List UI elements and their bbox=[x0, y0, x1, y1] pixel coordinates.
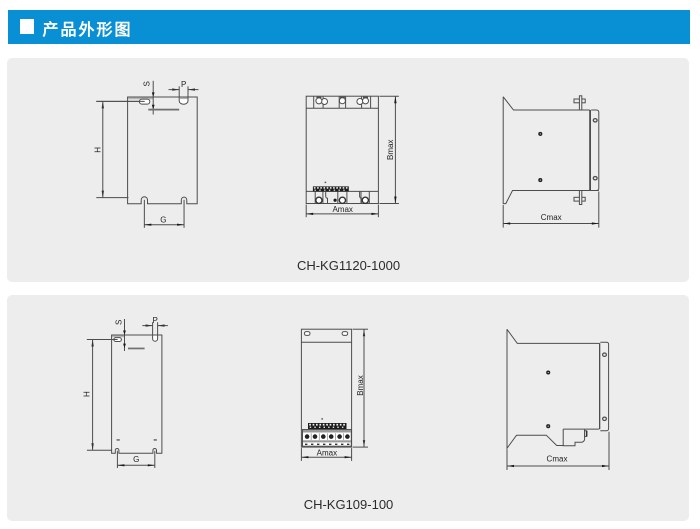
svg-text:CH-KG1120-1000: CH-KG1120-1000 bbox=[297, 258, 400, 273]
svg-text:Cmax: Cmax bbox=[541, 213, 562, 222]
svg-text:Amax: Amax bbox=[332, 205, 352, 214]
svg-text:H: H bbox=[93, 147, 102, 153]
svg-text:G: G bbox=[160, 215, 166, 224]
svg-text:G: G bbox=[133, 455, 139, 464]
svg-text:P: P bbox=[153, 316, 158, 325]
svg-text:Cmax: Cmax bbox=[547, 455, 568, 464]
svg-text:S: S bbox=[115, 320, 124, 325]
svg-text:Amax: Amax bbox=[317, 448, 337, 457]
svg-text:Bmax: Bmax bbox=[356, 375, 365, 395]
svg-text:P: P bbox=[181, 80, 186, 89]
svg-text:CH-KG109-100: CH-KG109-100 bbox=[304, 497, 394, 512]
svg-text:H: H bbox=[83, 391, 92, 397]
svg-text:S: S bbox=[143, 81, 152, 86]
svg-text:Bmax: Bmax bbox=[386, 140, 395, 160]
